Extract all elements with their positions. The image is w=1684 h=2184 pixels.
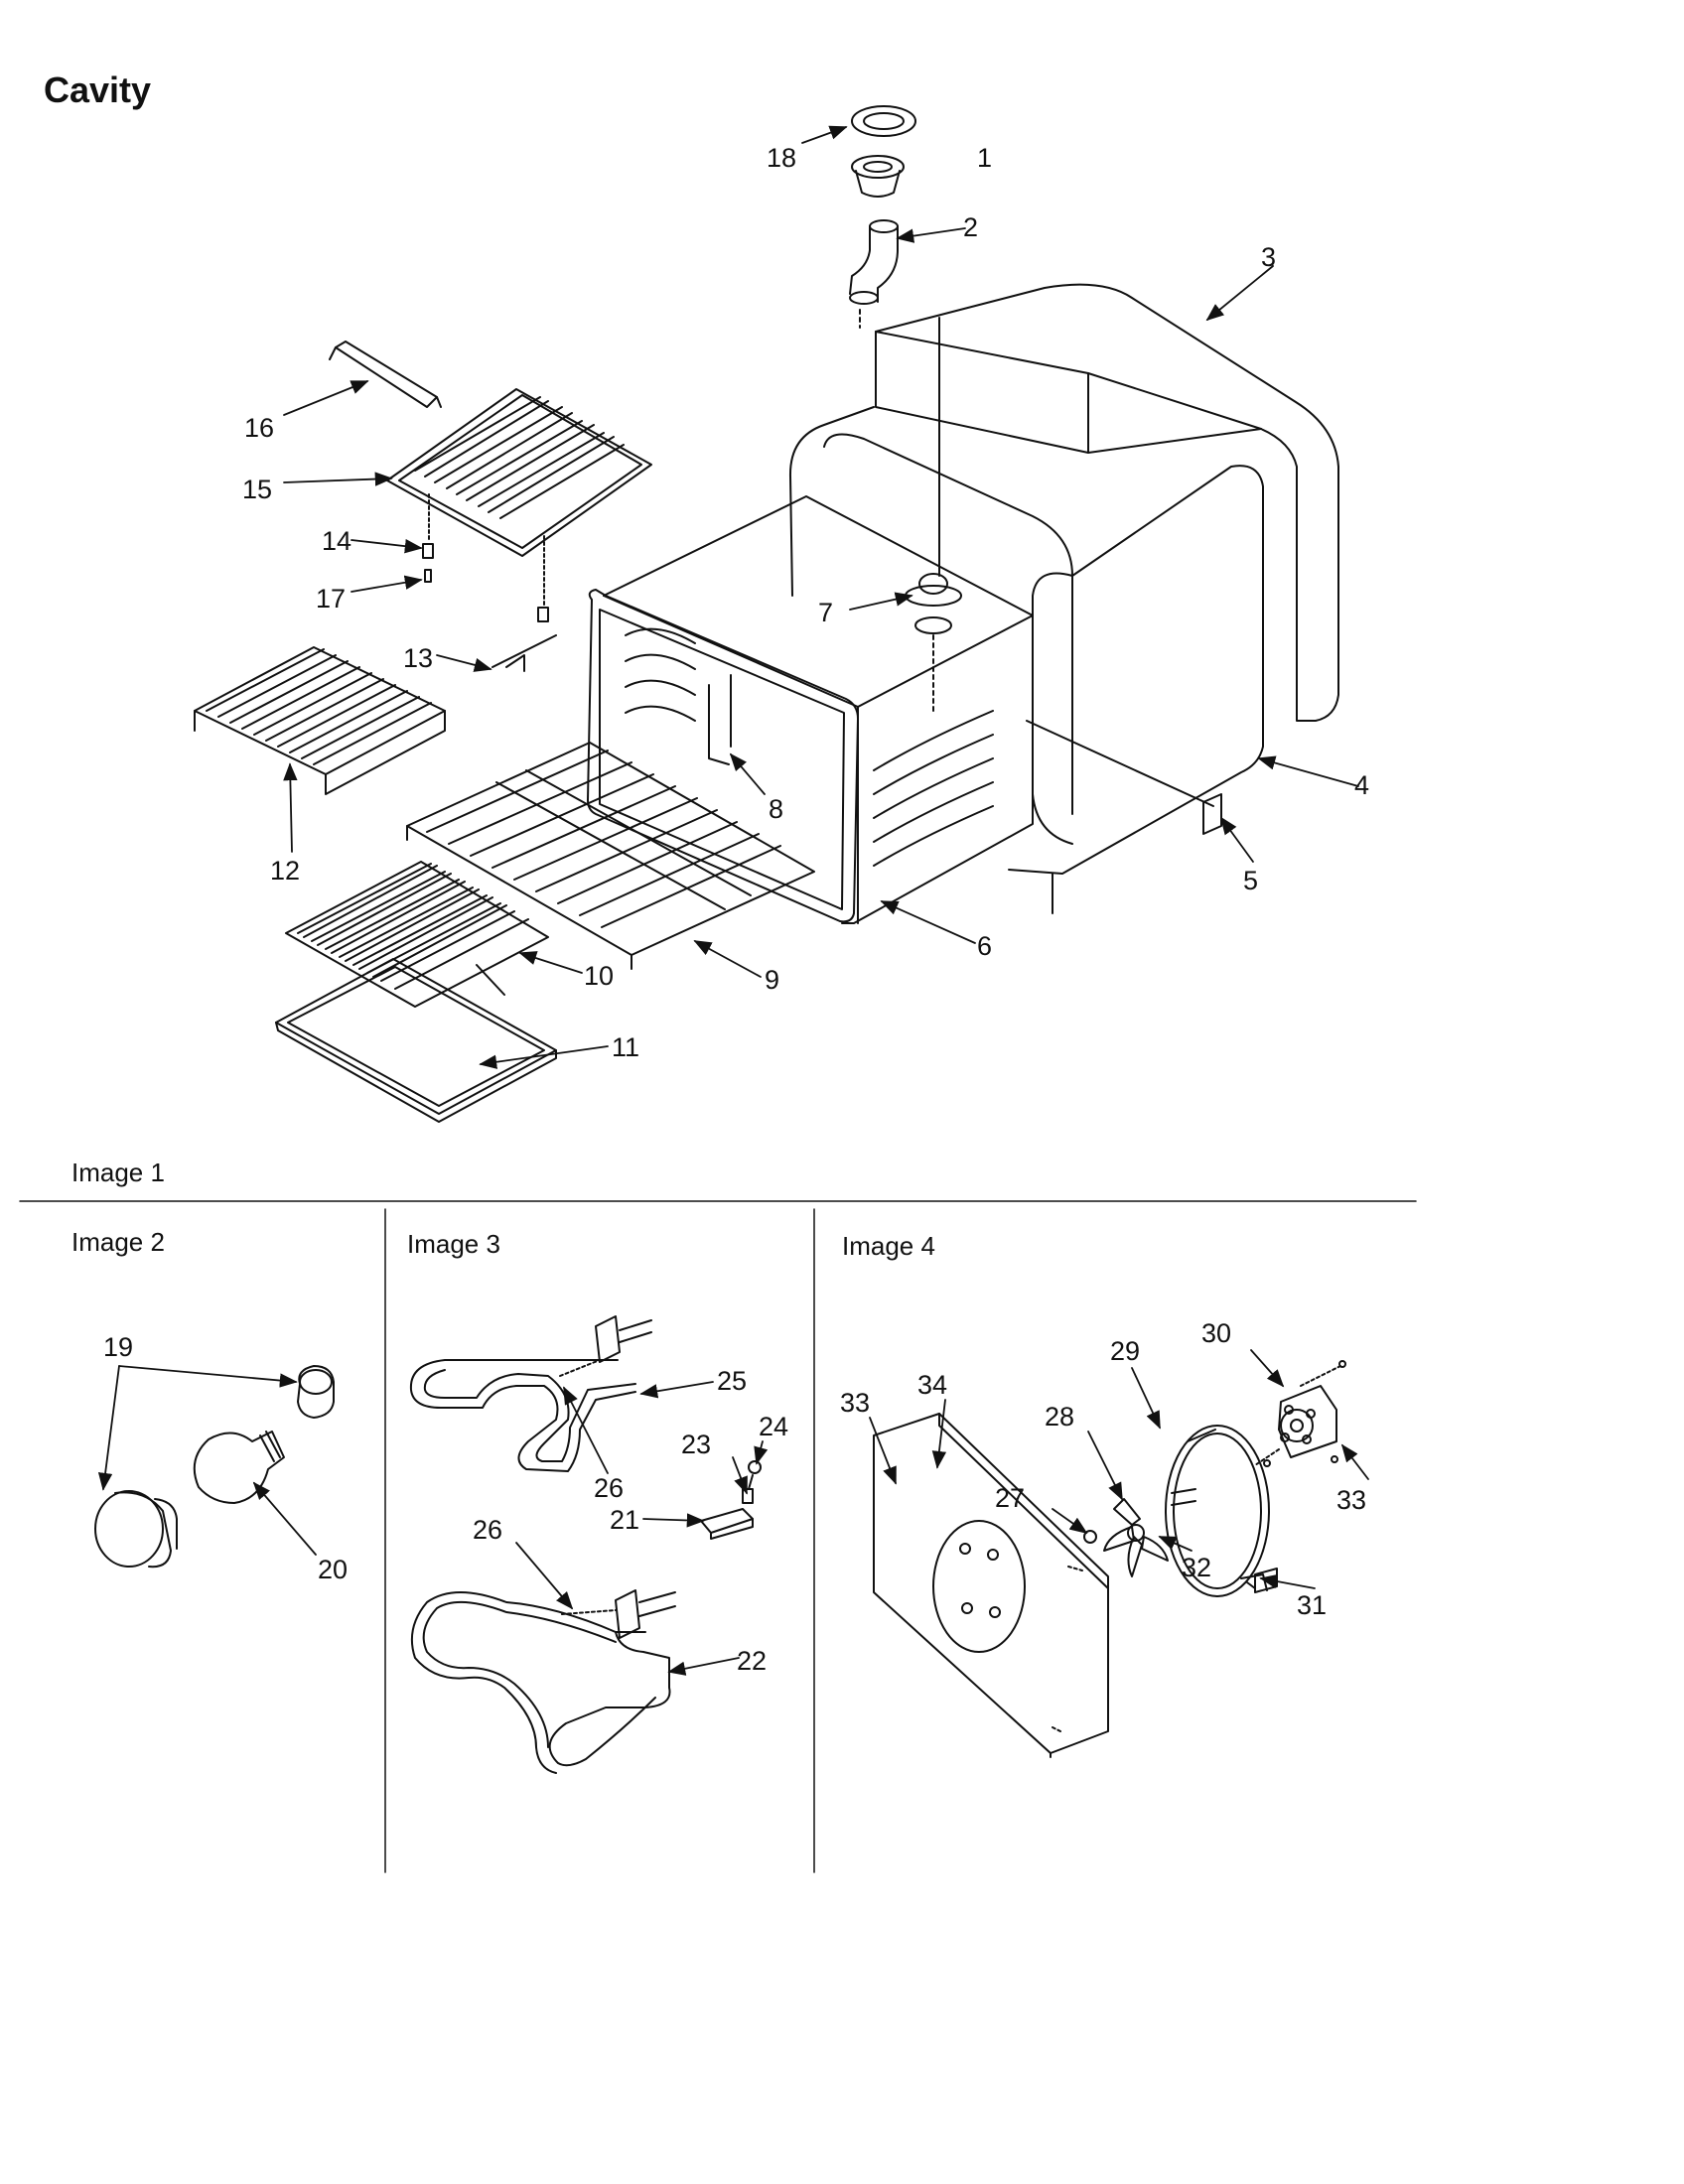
callout-10: 10 bbox=[584, 961, 614, 991]
callout-31: 31 bbox=[1297, 1590, 1327, 1620]
callout-12: 12 bbox=[270, 856, 300, 886]
callout-4: 4 bbox=[1354, 770, 1369, 800]
lamp-assembly bbox=[94, 1365, 335, 1569]
panel-label-image-1: Image 1 bbox=[71, 1158, 165, 1187]
main-callout-leaders bbox=[283, 125, 1359, 1069]
oven-rack bbox=[406, 742, 815, 970]
vent-fitting bbox=[851, 155, 905, 198]
panel-label-image-2: Image 2 bbox=[71, 1227, 165, 1257]
callout-17: 17 bbox=[316, 584, 346, 614]
callout-21: 21 bbox=[610, 1505, 639, 1535]
outer-cavity-shell bbox=[1008, 465, 1264, 914]
callout-25: 25 bbox=[717, 1366, 747, 1396]
callout-22: 22 bbox=[737, 1646, 767, 1676]
thermostat-sensor bbox=[700, 1460, 762, 1540]
broil-pan-rack bbox=[194, 646, 446, 795]
callout-23: 23 bbox=[681, 1430, 711, 1459]
tray-fasteners bbox=[422, 493, 549, 622]
callout-30: 30 bbox=[1201, 1318, 1231, 1348]
callout-28: 28 bbox=[1045, 1402, 1074, 1432]
broiler-grid bbox=[285, 861, 549, 1008]
callout-26-upper: 26 bbox=[594, 1473, 624, 1503]
callout-6: 6 bbox=[977, 931, 992, 961]
broil-pan-clip bbox=[329, 341, 442, 408]
callout-8: 8 bbox=[769, 794, 783, 824]
fan-blade bbox=[1083, 1498, 1169, 1577]
callout-2: 2 bbox=[963, 212, 978, 242]
callout-20: 20 bbox=[318, 1555, 348, 1584]
callout-9: 9 bbox=[765, 965, 779, 995]
callout-18: 18 bbox=[767, 143, 796, 173]
callout-26-lower: 26 bbox=[473, 1515, 502, 1545]
convection-baffle bbox=[873, 1413, 1109, 1758]
callout-13: 13 bbox=[403, 643, 433, 673]
oven-liner bbox=[587, 495, 1222, 924]
lamp-callout-leaders bbox=[97, 1365, 317, 1556]
panel-label-image-4: Image 4 bbox=[842, 1231, 935, 1261]
callout-19: 19 bbox=[103, 1332, 133, 1362]
callout-16: 16 bbox=[244, 413, 274, 443]
callout-32: 32 bbox=[1182, 1553, 1211, 1582]
page-title: Cavity bbox=[44, 69, 152, 110]
callout-numbers: 1 2 3 4 5 6 7 8 9 10 11 12 13 14 15 16 1… bbox=[103, 143, 1369, 1676]
fan-motor bbox=[1254, 1360, 1346, 1467]
callout-3: 3 bbox=[1261, 242, 1276, 272]
bake-element-upper bbox=[409, 1315, 652, 1472]
insulation-wrap bbox=[788, 283, 1339, 722]
panel-dividers bbox=[19, 1200, 1417, 1873]
callout-11: 11 bbox=[612, 1032, 639, 1062]
slide-bracket bbox=[491, 634, 557, 672]
callout-29: 29 bbox=[1110, 1336, 1140, 1366]
callout-1: 1 bbox=[977, 143, 992, 173]
callout-34: 34 bbox=[917, 1370, 947, 1400]
gasket-ring bbox=[851, 105, 916, 137]
callout-14: 14 bbox=[322, 526, 351, 556]
callout-33-right: 33 bbox=[1336, 1485, 1366, 1515]
callout-24: 24 bbox=[759, 1412, 788, 1441]
callout-5: 5 bbox=[1243, 866, 1258, 895]
fan-callout-leaders bbox=[869, 1349, 1369, 1589]
callout-15: 15 bbox=[242, 475, 272, 504]
drip-tray bbox=[386, 388, 652, 557]
callout-27: 27 bbox=[995, 1483, 1025, 1513]
broil-pan bbox=[275, 958, 557, 1123]
element-callout-leaders bbox=[515, 1381, 769, 1676]
panel-label-image-3: Image 3 bbox=[407, 1229, 500, 1259]
broil-element-lower bbox=[411, 1589, 676, 1774]
vent-tube bbox=[849, 219, 940, 577]
callout-33-left: 33 bbox=[840, 1388, 870, 1418]
callout-7: 7 bbox=[818, 598, 833, 627]
